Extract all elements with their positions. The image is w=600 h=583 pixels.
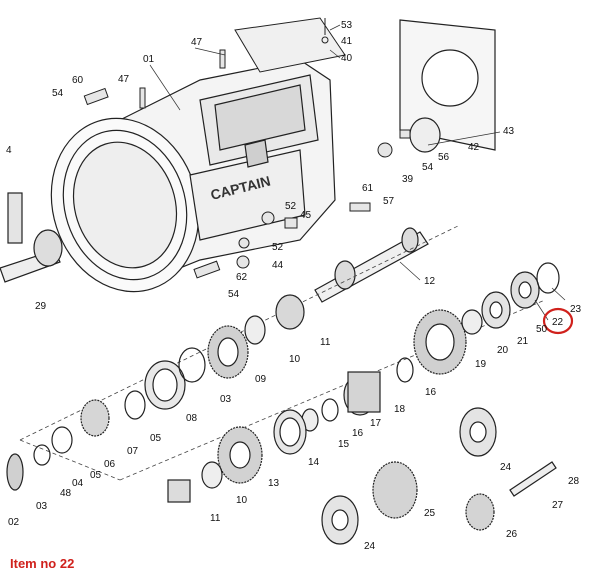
part-label: 39 xyxy=(402,174,414,185)
lower-gear-cluster xyxy=(167,407,557,545)
item-caption: Item no 22 xyxy=(10,556,75,571)
part-label: 54 xyxy=(422,162,434,173)
part-label: 10 xyxy=(289,354,301,365)
part-label: 26 xyxy=(506,529,518,540)
part-label: 23 xyxy=(570,304,582,315)
part-label: 41 xyxy=(341,36,353,47)
part-label: 29 xyxy=(35,301,47,312)
part-label: 06 xyxy=(104,459,116,470)
part-label: 53 xyxy=(341,20,353,31)
part-label: 19 xyxy=(475,359,487,370)
input-shaft xyxy=(0,192,63,283)
part-label: 12 xyxy=(424,276,436,287)
part-label: 56 xyxy=(438,152,450,163)
part-label: 28 xyxy=(568,476,580,487)
assembly-outline xyxy=(19,224,546,481)
lower-left-parts xyxy=(6,426,73,491)
main-shaft xyxy=(314,227,429,303)
part-label: 60 xyxy=(72,75,84,86)
part-label: 05 xyxy=(150,433,162,444)
part-label: 57 xyxy=(383,196,395,207)
part-label: 05 xyxy=(90,470,102,481)
part-label: 11 xyxy=(210,513,221,524)
part-label: 01 xyxy=(143,54,155,65)
part-label: 42 xyxy=(468,142,480,153)
part-label: 27 xyxy=(552,500,564,511)
part-label: 24 xyxy=(364,541,376,552)
part-label: 03 xyxy=(36,501,48,512)
part-label: 52 xyxy=(272,242,284,253)
middle-gear-row xyxy=(80,357,414,455)
part-label: 18 xyxy=(394,404,406,415)
part-label: 47 xyxy=(191,37,203,48)
part-label: 13 xyxy=(268,478,280,489)
part-label: 47 xyxy=(118,74,130,85)
part-label: 4 xyxy=(6,145,12,156)
top-cover-plate xyxy=(234,17,346,73)
part-label: 10 xyxy=(236,495,248,506)
gearbox-housing xyxy=(50,59,336,293)
part-label: 11 xyxy=(320,337,331,348)
part-label: 15 xyxy=(338,439,350,450)
part-labels: 53 41 40 47 01 60 47 54 4 42 43 54 56 39… xyxy=(6,20,582,552)
part-label: 24 xyxy=(500,462,512,473)
part-label: 16 xyxy=(425,387,437,398)
part-label: 50 xyxy=(536,324,548,335)
part-label: 17 xyxy=(370,418,382,429)
part-label: 14 xyxy=(308,457,320,468)
part-label: 22 xyxy=(552,317,564,328)
part-label: 20 xyxy=(497,345,509,356)
highlight-circle xyxy=(542,307,574,335)
part-label: 07 xyxy=(127,446,139,457)
part-label: 03 xyxy=(220,394,232,405)
part-label: 40 xyxy=(341,53,353,64)
part-label: 16 xyxy=(352,428,364,439)
part-label: 04 xyxy=(72,478,84,489)
part-label: 62 xyxy=(236,272,248,283)
part-label: 08 xyxy=(186,413,198,424)
part-label: 09 xyxy=(255,374,267,385)
bolts-and-nuts xyxy=(83,49,411,279)
part-label: 52 xyxy=(285,201,297,212)
part-label: 44 xyxy=(272,260,284,271)
part-label: 43 xyxy=(503,126,515,137)
upper-gear-row xyxy=(144,262,560,410)
part-label: 45 xyxy=(300,210,312,221)
part-label: 61 xyxy=(362,183,374,194)
part-label: 21 xyxy=(517,336,529,347)
part-label: 02 xyxy=(8,517,20,528)
part-label: 25 xyxy=(424,508,436,519)
side-cover-plate xyxy=(399,19,496,153)
part-label: 54 xyxy=(52,88,64,99)
part-label: 48 xyxy=(60,488,72,499)
part-label: 54 xyxy=(228,289,240,300)
